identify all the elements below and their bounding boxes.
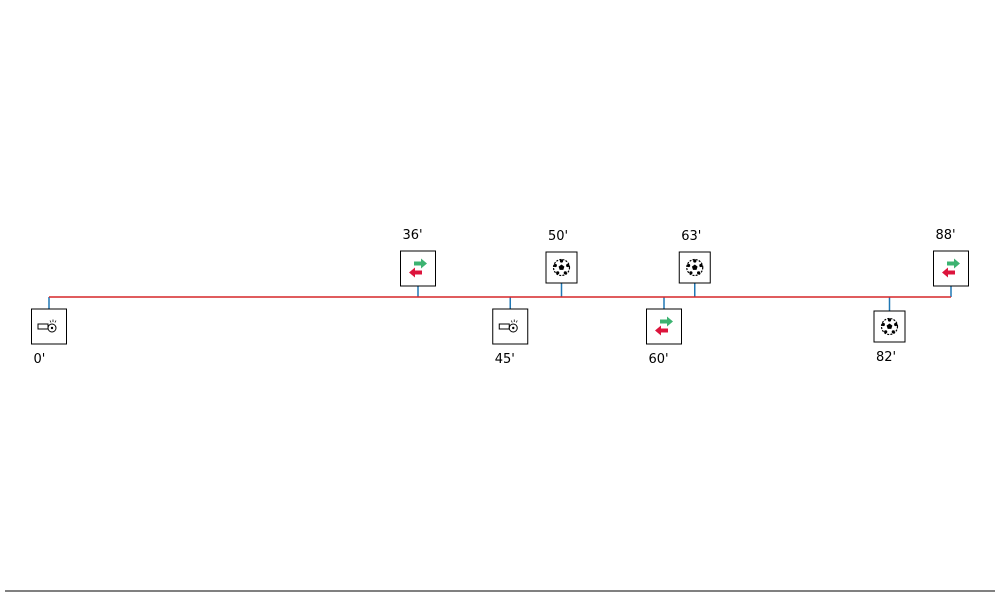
event-box [31, 308, 67, 345]
event-minute-label: 63' [681, 229, 701, 244]
event-minute-label: 45' [495, 352, 515, 367]
event-marker-substitution: 36' [400, 228, 436, 287]
event-minute-label: 50' [548, 229, 568, 244]
event-marker-whistle: 0' [31, 308, 67, 367]
soccer-ball-icon [880, 317, 899, 336]
event-marker-goal: 50' [545, 229, 578, 284]
event-minute-label: 88' [936, 228, 956, 243]
event-marker-whistle: 45' [492, 308, 529, 367]
event-marker-goal: 82' [873, 310, 906, 365]
whistle-icon [37, 319, 57, 333]
whistle-icon [498, 319, 518, 333]
event-marker-goal: 63' [678, 229, 711, 284]
event-minute-label: 36' [403, 228, 423, 243]
event-minute-label: 0' [34, 352, 46, 367]
event-markers: 0' 36' 45' 50' 60' 63' 82' 88' [31, 228, 969, 367]
soccer-ball-icon [552, 258, 571, 277]
substitution-icon [409, 258, 427, 278]
event-minute-label: 60' [649, 352, 669, 367]
event-box [646, 308, 682, 345]
event-marker-substitution: 88' [933, 228, 969, 287]
soccer-ball-icon [686, 258, 704, 277]
event-box [400, 250, 436, 287]
event-marker-substitution: 60' [646, 308, 682, 367]
substitution-icon [942, 258, 960, 278]
substitution-icon [655, 316, 673, 336]
event-minute-label: 82' [876, 350, 896, 365]
event-stems [48, 283, 952, 311]
event-box [933, 250, 969, 287]
